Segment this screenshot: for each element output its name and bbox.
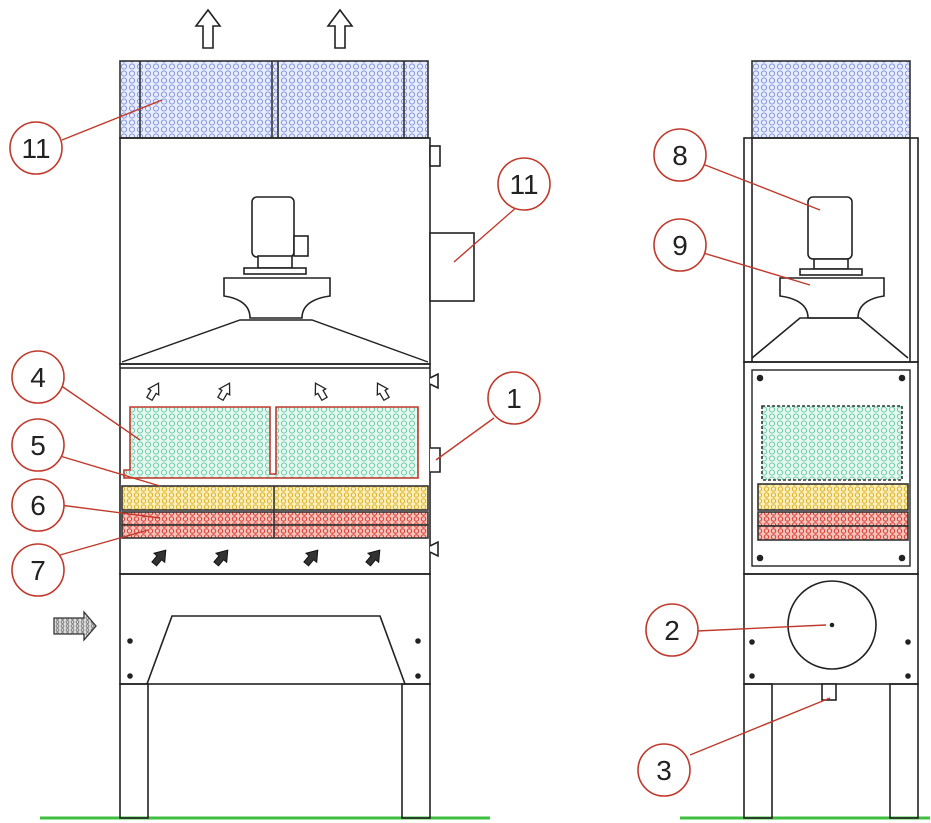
carbon-filter bbox=[123, 406, 419, 479]
callout-8: 8 bbox=[653, 128, 707, 182]
callout-label: 8 bbox=[672, 140, 688, 171]
callout-label: 7 bbox=[30, 555, 46, 586]
callout-6: 6 bbox=[11, 478, 65, 532]
top-exhaust-filter bbox=[119, 60, 429, 139]
callout-7: 7 bbox=[11, 543, 65, 597]
fine-filter bbox=[121, 485, 429, 511]
callout-1: 1 bbox=[487, 371, 541, 425]
callout-label: 4 bbox=[30, 362, 46, 393]
pre-filter-upper bbox=[121, 511, 429, 526]
exhaust-arrow-icon bbox=[194, 8, 354, 49]
callout-10: 11 bbox=[9, 121, 63, 175]
side-view bbox=[743, 60, 919, 819]
front-view bbox=[53, 8, 475, 819]
air-inlet-arrow-icon bbox=[53, 610, 97, 642]
pre-filter-lower bbox=[121, 524, 429, 539]
base-frame bbox=[119, 573, 431, 685]
callout-label: 6 bbox=[30, 490, 46, 521]
callout-leader-lines bbox=[59, 99, 831, 756]
callout-label: 11 bbox=[21, 133, 50, 164]
callout-label: 11 bbox=[509, 169, 538, 200]
callout-3: 3 bbox=[637, 743, 691, 797]
fan-motor bbox=[223, 196, 331, 319]
callout-label: 9 bbox=[672, 230, 688, 261]
callout-11: 11 bbox=[497, 157, 551, 211]
callout-2: 2 bbox=[645, 603, 699, 657]
callout-label: 3 bbox=[656, 755, 672, 786]
airflow-arrow-icon bbox=[146, 382, 390, 402]
drain-outlet bbox=[821, 683, 837, 701]
callout-label: 2 bbox=[664, 615, 680, 646]
callout-label: 1 bbox=[506, 383, 522, 414]
callout-label: 5 bbox=[30, 430, 46, 461]
callout-5: 5 bbox=[11, 418, 65, 472]
top-exhaust-filter-side bbox=[751, 60, 911, 139]
side-control-box bbox=[429, 232, 475, 302]
callout-9: 9 bbox=[653, 218, 707, 272]
callout-4: 4 bbox=[11, 350, 65, 404]
inlet-arrow-icon bbox=[151, 549, 381, 567]
